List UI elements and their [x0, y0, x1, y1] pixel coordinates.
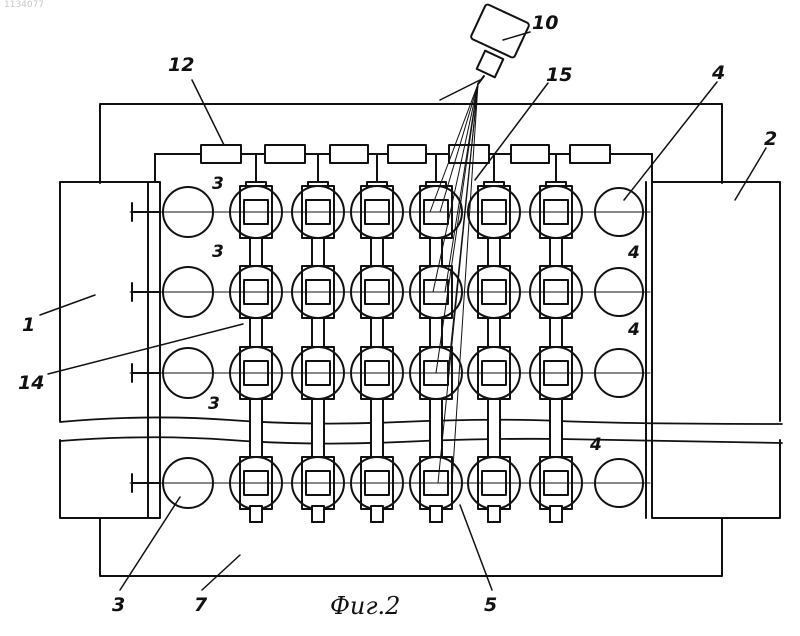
label-10: 10	[532, 14, 558, 33]
label-15: 15	[546, 66, 572, 85]
label-4-top: 4	[712, 64, 725, 83]
label-4-row2: 4	[628, 245, 640, 262]
rollers-3	[163, 187, 213, 508]
label-4-row4: 4	[590, 437, 602, 454]
label-7: 7	[194, 596, 207, 615]
document-number: 1134077	[4, 0, 44, 10]
shaft-lower-0	[250, 506, 262, 522]
shaft-lower-3	[430, 506, 442, 522]
left-frame-1	[60, 182, 160, 518]
right-frame-2	[646, 182, 780, 518]
drive-brackets	[132, 203, 160, 492]
roller-array	[230, 154, 582, 522]
label-1: 1	[22, 316, 35, 335]
label-3-row1: 3	[212, 176, 224, 193]
resistor-rail-12	[155, 145, 652, 163]
label-3-row3: 3	[208, 396, 220, 413]
label-3-row2: 3	[212, 244, 224, 261]
camera-10	[470, 4, 530, 84]
label-12: 12	[168, 56, 194, 75]
label-5: 5	[484, 596, 497, 615]
shaft-lower-2	[371, 506, 383, 522]
label-14: 14	[18, 374, 44, 393]
figure-caption: Фиг.2	[330, 592, 400, 620]
break-lines	[60, 417, 782, 443]
label-2: 2	[764, 130, 777, 149]
shaft-lower-1	[312, 506, 324, 522]
shaft-lower-4	[488, 506, 500, 522]
label-3-bottom: 3	[112, 596, 125, 615]
shaft-lower-5	[550, 506, 562, 522]
rollers-4	[595, 188, 643, 507]
label-4-row3: 4	[628, 322, 640, 339]
